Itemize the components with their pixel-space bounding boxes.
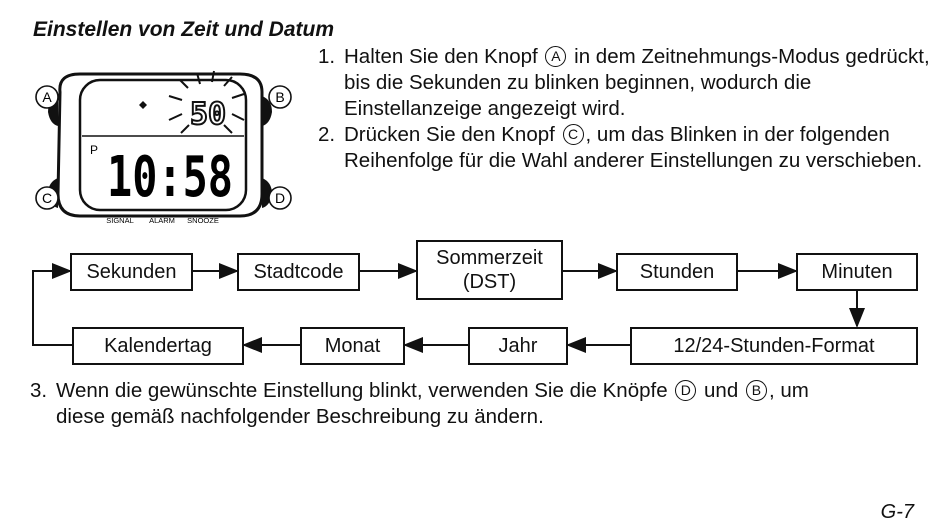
watch-button-c-label: C xyxy=(42,190,52,206)
watch-illustration: A B C D 50 P 10:58 SIGNAL ALARM SNOOZE xyxy=(35,70,292,225)
watch-pm-indicator: P xyxy=(90,143,98,157)
step-2: 2. Drücken Sie den Knopf C, um das Blink… xyxy=(318,122,938,174)
flow-step-month: Monat xyxy=(300,327,405,365)
button-c-symbol: C xyxy=(562,124,584,145)
step-text: , um das Blinken in der xyxy=(585,123,795,146)
step-text: Halten Sie den Knopf xyxy=(344,45,538,68)
flow-step-hours: Stunden xyxy=(616,253,738,291)
watch-label-snooze: SNOOZE xyxy=(187,216,219,225)
page-title: Einstellen von Zeit und Datum xyxy=(33,18,335,41)
watch-button-b-label: B xyxy=(275,89,284,105)
step-text: gedrückt, bis die Sekunden zu blinken be… xyxy=(344,45,930,120)
flow-step-minutes: Minuten xyxy=(796,253,918,291)
step-text: und xyxy=(704,379,739,402)
step-number: 1. xyxy=(318,45,336,68)
step-text: Drücken Sie den Knopf xyxy=(344,123,555,146)
flow-step-dst: Sommerzeit (DST) xyxy=(416,240,563,300)
watch-button-a-label: A xyxy=(42,89,52,105)
button-b-symbol: B xyxy=(745,380,767,401)
flow-step-year: Jahr xyxy=(468,327,568,365)
watch-label-alarm: ALARM xyxy=(149,216,175,225)
step-text: in dem Zeitnehmungs-Modus xyxy=(574,45,840,68)
watch-button-c xyxy=(35,186,59,210)
step-text: , um xyxy=(768,379,809,402)
watch-button-d xyxy=(268,186,292,210)
button-a-symbol: A xyxy=(545,46,567,67)
step-3: 3. Wenn die gewünschte Einstellung blinkt… xyxy=(30,378,930,430)
watch-button-b xyxy=(268,85,292,109)
watch-seconds: 50 xyxy=(190,97,226,132)
flow-step-day: Kalendertag xyxy=(72,327,244,365)
page-number: G-7 xyxy=(880,501,914,523)
flow-step-seconds: Sekunden xyxy=(70,253,193,291)
instruction-steps: 1. Halten Sie den Knopf A in dem Zeitneh… xyxy=(318,44,938,174)
flow-step-citycode: Stadtcode xyxy=(237,253,360,291)
step-text: folgenden Reihenfolge für die Wahl ander… xyxy=(344,123,923,172)
step-1: 1. Halten Sie den Knopf A in dem Zeitneh… xyxy=(318,44,938,122)
step-number: 3. xyxy=(30,379,48,402)
step-number: 2. xyxy=(318,123,336,146)
step-text: diese gemäß nachfolgender Beschreibung z… xyxy=(56,405,544,428)
step-text: Wenn die gewünschte Einstellung blinkt, … xyxy=(56,379,668,402)
button-d-symbol: D xyxy=(675,380,697,401)
watch-time: 10:58 xyxy=(107,145,233,210)
watch-label-signal: SIGNAL xyxy=(106,216,134,225)
watch-button-a xyxy=(35,85,59,109)
flow-step-12-24-format: 12/24-Stunden-Format xyxy=(630,327,918,365)
watch-button-d-label: D xyxy=(275,190,285,206)
